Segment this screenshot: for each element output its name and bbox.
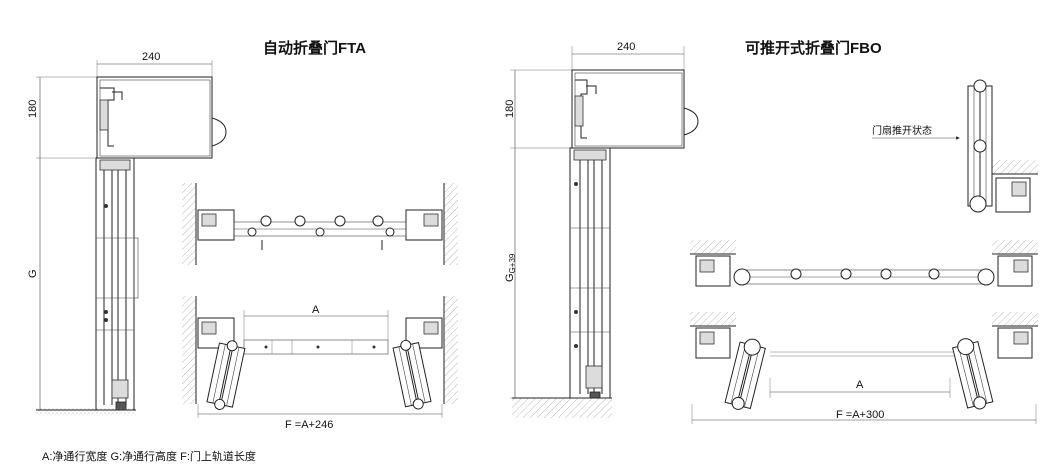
fbo-track-label: F =A+300 xyxy=(836,409,884,421)
fta-width-dimension: 240 xyxy=(96,51,213,78)
fta-plan-open: A F =A+246 xyxy=(182,296,458,431)
fbo-plan-closed xyxy=(690,240,1038,287)
fbo-opening-label: A xyxy=(856,379,864,391)
fbo-section: 可推开式折叠门FBO 240 180 GG+39 xyxy=(504,39,1038,424)
fbo-header-profile xyxy=(571,69,699,149)
fbo-door-leaf xyxy=(569,147,611,399)
fbo-floor xyxy=(512,397,612,418)
fta-width-label: 240 xyxy=(142,51,160,63)
fbo-callout-label: 门扇推开状态 xyxy=(872,124,932,137)
fta-height-label: G xyxy=(27,269,39,278)
fbo-width-label: 240 xyxy=(617,41,635,53)
svg-text:GG+39: GG+39 xyxy=(504,253,517,282)
fta-head-height-label: 180 xyxy=(27,100,39,118)
fta-floor xyxy=(36,408,136,416)
fta-opening-label: A xyxy=(312,304,320,316)
fbo-height-dimensions: 180 GG+39 xyxy=(504,69,575,399)
fbo-pushed-open-view: 门扇推开状态 xyxy=(872,79,1038,213)
fbo-height-label: G xyxy=(504,273,516,282)
legend-text: A:净通行宽度 G:净通行高度 F:门上轨道长度 xyxy=(42,451,256,463)
fta-title: 自动折叠门FTA xyxy=(263,39,366,57)
fta-section: 自动折叠门FTA 240 180 G xyxy=(27,39,458,431)
fta-height-dimensions: 180 G xyxy=(27,76,100,411)
fbo-title: 可推开式折叠门FBO xyxy=(745,39,882,57)
fbo-height-suffix: G+39 xyxy=(508,253,517,273)
fta-header-profile xyxy=(96,76,227,159)
fta-plan-closed xyxy=(182,183,458,265)
fbo-width-dimension: 240 xyxy=(571,41,685,70)
fta-track-label: F =A+246 xyxy=(285,419,333,431)
fbo-head-height-label: 180 xyxy=(504,100,516,118)
fta-door-leaf xyxy=(95,157,139,411)
fbo-plan-open: A F =A+300 xyxy=(690,312,1038,424)
